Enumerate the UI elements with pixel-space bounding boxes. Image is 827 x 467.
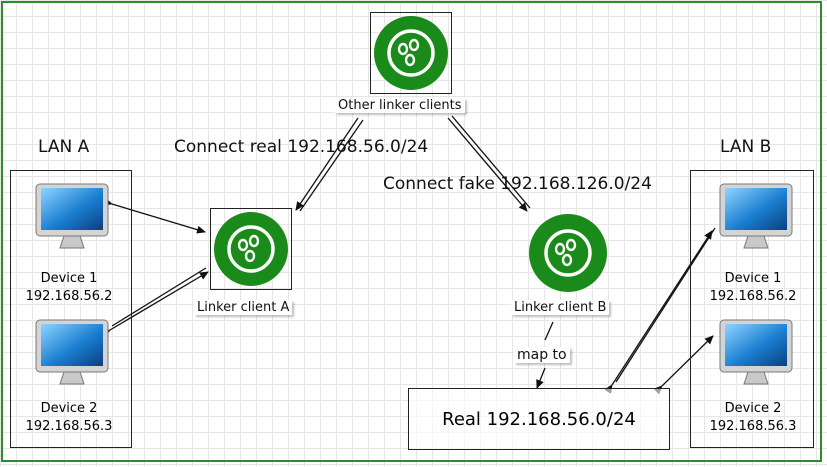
linker-logo-icon — [374, 16, 448, 90]
computer-monitor-icon — [719, 319, 793, 385]
lan-a-title: LAN A — [38, 137, 90, 157]
linker-logo-icon — [214, 212, 288, 286]
lan-a-device-2-name: Device 2 — [40, 401, 98, 416]
linker-logo-icon — [529, 214, 607, 292]
edge-client-a-device-2 — [101, 271, 209, 338]
computer-monitor-icon — [35, 319, 109, 385]
edge-other-to-client-b — [447, 117, 528, 212]
diagram-frame — [1, 1, 822, 462]
real-subnet-label: Real 192.168.56.0/24 — [442, 408, 636, 430]
lan-a-box — [10, 170, 132, 448]
client-a-label: Linker client A — [194, 300, 293, 315]
lan-b-device-1-ip: 192.168.56.2 — [709, 289, 797, 304]
client-a-node — [210, 208, 292, 290]
lan-b-title: LAN B — [720, 137, 772, 157]
map-to-label: map to — [514, 347, 570, 363]
client-b-node — [527, 212, 609, 294]
other-clients-label: Other linker clients — [335, 98, 465, 113]
lan-a-device-1-name: Device 1 — [40, 271, 98, 286]
edge-client-a-device-1 — [103, 197, 206, 234]
computer-monitor-icon — [719, 183, 793, 249]
lan-b-device-1-name: Device 1 — [724, 271, 782, 286]
edge-real-to-lan-b-device-2 — [653, 335, 714, 395]
other-clients-node — [370, 12, 452, 94]
edge-real-to-lan-b-device-1 — [604, 230, 713, 394]
lan-b-device-2-ip: 192.168.56.3 — [709, 419, 797, 434]
connect-fake-label: Connect fake 192.168.126.0/24 — [383, 174, 652, 194]
client-b-label: Linker client B — [511, 300, 610, 315]
connect-real-label: Connect real 192.168.56.0/24 — [174, 137, 429, 157]
lan-b-device-2-name: Device 2 — [724, 401, 782, 416]
lan-b-box — [690, 170, 814, 448]
edge-client-b-map-to — [544, 321, 554, 341]
edge-other-to-client-a — [295, 117, 359, 211]
computer-monitor-icon — [35, 183, 109, 249]
real-subnet-box: Real 192.168.56.0/24 — [408, 388, 670, 450]
lan-a-device-2-ip: 192.168.56.3 — [25, 419, 113, 434]
lan-a-device-1-ip: 192.168.56.2 — [25, 289, 113, 304]
